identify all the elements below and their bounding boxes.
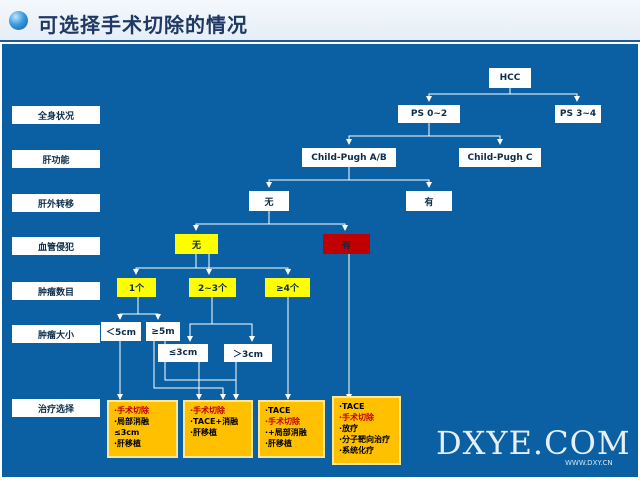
category-extrahepatic-metastasis: 肝外转移 bbox=[12, 194, 100, 212]
title-divider bbox=[0, 40, 640, 42]
treatment-line: ·TACE+消融 bbox=[190, 417, 239, 426]
treatment-line: ·肝移植 bbox=[265, 439, 293, 448]
bullet-icon bbox=[9, 11, 28, 30]
node-hcc: HCC bbox=[489, 68, 531, 88]
treatment-line: ·+局部消融 bbox=[265, 428, 307, 437]
node-size-ge5: ≥5m bbox=[146, 322, 180, 341]
category-vascular-invasion: 血管侵犯 bbox=[12, 237, 100, 255]
treatment-line: ·TACE bbox=[339, 402, 365, 411]
node-extrahepatic-none: 无 bbox=[249, 191, 289, 211]
title-bar: 可选择手术切除的情况 bbox=[0, 0, 640, 42]
flowchart: 全身状况 肝功能 肝外转移 血管侵犯 肿瘤数目 肿瘤大小 治疗选择 HCC PS… bbox=[2, 44, 638, 477]
treatment-line: ·手术切除 bbox=[190, 406, 226, 415]
treatment-line: ·系统化疗 bbox=[339, 446, 375, 455]
node-vascular-yes: 有 bbox=[323, 234, 370, 254]
category-general-status: 全身状况 bbox=[12, 106, 100, 124]
node-extrahepatic-yes: 有 bbox=[406, 191, 452, 211]
treatment-line: ≤3cm bbox=[114, 428, 140, 437]
treatment-line: ·肝移植 bbox=[114, 439, 142, 448]
category-tumor-size: 肿瘤大小 bbox=[12, 325, 100, 343]
connector-lines bbox=[117, 88, 580, 400]
node-vascular-none: 无 bbox=[175, 234, 218, 254]
node-size-lt5: ＜5cm bbox=[101, 322, 141, 341]
category-treatment-choice: 治疗选择 bbox=[12, 399, 100, 417]
category-liver-function: 肝功能 bbox=[12, 150, 100, 168]
treatment-line: ·局部消融 bbox=[114, 417, 150, 426]
node-number-1: 1个 bbox=[117, 278, 156, 297]
treatment-line: ·手术切除 bbox=[339, 413, 375, 422]
treatment-line: ·手术切除 bbox=[114, 406, 150, 415]
treatment-line: ·手术切除 bbox=[265, 417, 301, 426]
node-child-pugh-ab: Child-Pugh A/B bbox=[302, 148, 396, 167]
treatment-line: ·分子靶向治疗 bbox=[339, 435, 391, 444]
page-title: 可选择手术切除的情况 bbox=[38, 13, 248, 37]
treatment-box-3: ·TACE ·手术切除 ·+局部消融 ·肝移植 bbox=[258, 400, 325, 458]
treatment-line: ·TACE bbox=[265, 406, 291, 415]
node-size-le3: ≤3cm bbox=[158, 344, 208, 362]
node-ps-3-4: PS 3~4 bbox=[555, 105, 601, 123]
treatment-box-2: ·手术切除 ·TACE+消融 ·肝移植 bbox=[183, 400, 253, 458]
node-size-gt3: ＞3cm bbox=[224, 344, 272, 362]
node-number-2-3: 2~3个 bbox=[189, 278, 236, 297]
node-child-pugh-c: Child-Pugh C bbox=[459, 148, 541, 167]
node-ps-0-2: PS 0~2 bbox=[398, 105, 460, 123]
watermark-logo: DXYE.COM bbox=[436, 424, 631, 462]
category-tumor-number: 肿瘤数目 bbox=[12, 282, 100, 300]
treatment-line: ·放疗 bbox=[339, 424, 359, 433]
watermark-url: WWW.DXY.CN bbox=[565, 459, 613, 467]
treatment-line: ·肝移植 bbox=[190, 428, 218, 437]
node-number-4-plus: ≥4个 bbox=[265, 278, 310, 297]
treatment-box-1: ·手术切除 ·局部消融 ≤3cm ·肝移植 bbox=[107, 400, 178, 458]
treatment-box-4: ·TACE ·手术切除 ·放疗 ·分子靶向治疗 ·系统化疗 bbox=[332, 396, 401, 465]
